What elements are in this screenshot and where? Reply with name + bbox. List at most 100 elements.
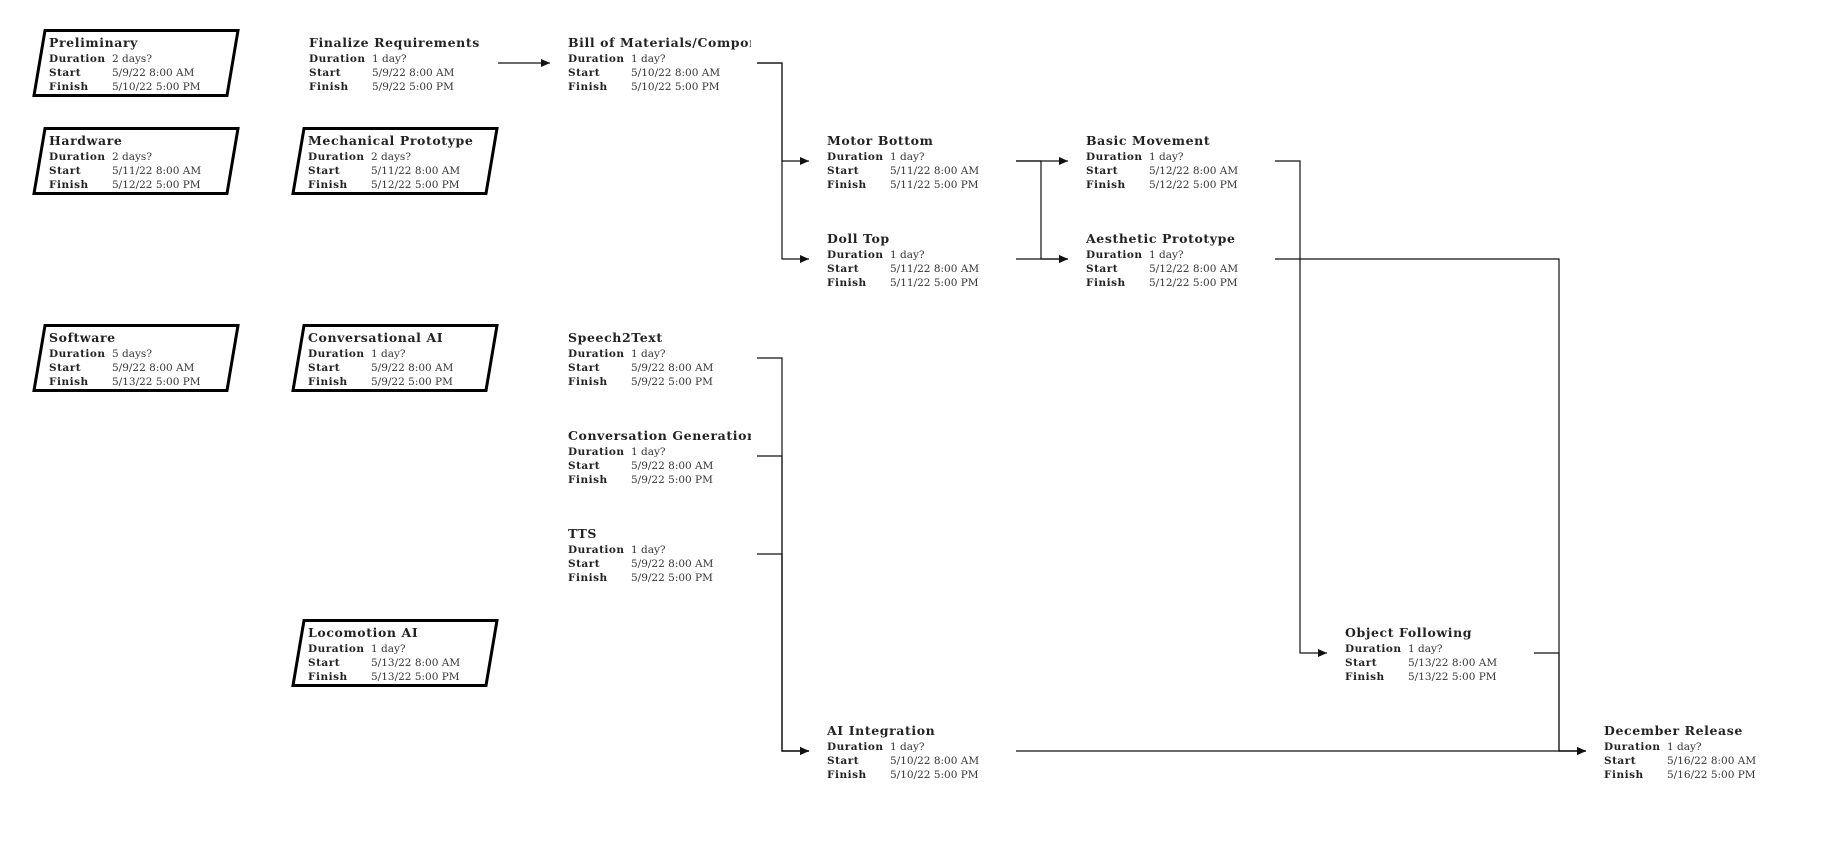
node-start-value: 5/9/22 8:00 AM (112, 362, 195, 374)
node-duration-label: Duration (827, 741, 884, 753)
node-start-label: Start (1345, 657, 1378, 669)
node-finish-label: Finish (49, 81, 89, 93)
node-duration-label: Duration (49, 348, 106, 360)
node-start-value: 5/11/22 8:00 AM (890, 263, 980, 275)
node-title: Conversational AI (308, 330, 444, 345)
node-start-value: 5/10/22 8:00 AM (890, 755, 980, 767)
node-title: Software (49, 330, 116, 345)
node-finish-label: Finish (1086, 179, 1126, 191)
node-duration-label: Duration (827, 249, 884, 261)
node-title: Object Following (1345, 625, 1473, 640)
node-duration-label: Duration (568, 544, 625, 556)
node-title: Conversation Generation (568, 428, 751, 443)
node-title: Hardware (49, 133, 123, 148)
node-duration-label: Duration (308, 348, 365, 360)
node-start-label: Start (308, 657, 341, 669)
node-start-label: Start (1086, 165, 1119, 177)
link-motor-bottom-to-aesthetic-prototype (1016, 160, 1068, 263)
node-finish-label: Finish (308, 671, 348, 683)
node-finish-label: Finish (49, 376, 89, 388)
node-start-label: Start (49, 165, 82, 177)
node-duration-label: Duration (568, 348, 625, 360)
node-duration-value: 1 day? (1149, 249, 1184, 261)
node-finish-value: 5/10/22 5:00 PM (890, 769, 979, 781)
node-start-row: Start 5/9/22 8:00 AM (309, 66, 492, 80)
node-start-label: Start (827, 263, 860, 275)
link-object-following-to-december-release (1534, 652, 1586, 755)
node-finish-value: 5/11/22 5:00 PM (890, 179, 979, 191)
node-duration-value: 2 days? (371, 151, 411, 163)
node-duration-label: Duration (568, 53, 625, 65)
node-duration-value: 2 days? (112, 151, 152, 163)
summary-parallelogram-shape (32, 29, 240, 97)
link-basic-movement-to-object-following (1275, 160, 1327, 657)
node-finish-label: Finish (827, 769, 867, 781)
node-title: Aesthetic Prototype (1086, 231, 1236, 246)
node-duration-value: 1 day? (1149, 151, 1184, 163)
node-duration-label: Duration (309, 53, 366, 65)
node-start-value: 5/9/22 8:00 AM (372, 67, 455, 79)
node-title: Doll Top (827, 231, 890, 246)
node-finish-value: 5/12/22 5:00 PM (1149, 277, 1238, 289)
node-finish-value: 5/10/22 5:00 PM (631, 81, 720, 93)
node-finish-value: 5/13/22 5:00 PM (371, 671, 460, 683)
node-finish-label: Finish (1604, 769, 1644, 781)
node-finish-value: 5/13/22 5:00 PM (112, 376, 201, 388)
node-duration-value: 1 day? (631, 544, 666, 556)
node-duration-value: 2 days? (112, 53, 152, 65)
node-duration-row: Duration 1 day? (568, 543, 751, 557)
node-finish-label: Finish (568, 474, 608, 486)
node-finish-value: 5/12/22 5:00 PM (1149, 179, 1238, 191)
node-start-label: Start (309, 67, 342, 79)
node-finish-label: Finish (827, 179, 867, 191)
node-start-value: 5/9/22 8:00 AM (631, 460, 714, 472)
node-finish-row: Finish 5/13/22 5:00 PM (308, 670, 492, 684)
node-duration-label: Duration (1086, 249, 1143, 261)
summary-parallelogram-shape (32, 127, 240, 195)
node-start-label: Start (827, 755, 860, 767)
node-start-label: Start (1604, 755, 1637, 767)
node-finish-value: 5/9/22 5:00 PM (631, 572, 713, 584)
node-duration-value: 1 day? (890, 249, 925, 261)
node-duration-label: Duration (568, 446, 625, 458)
node-finish-label: Finish (308, 376, 348, 388)
node-duration-value: 1 day? (890, 741, 925, 753)
